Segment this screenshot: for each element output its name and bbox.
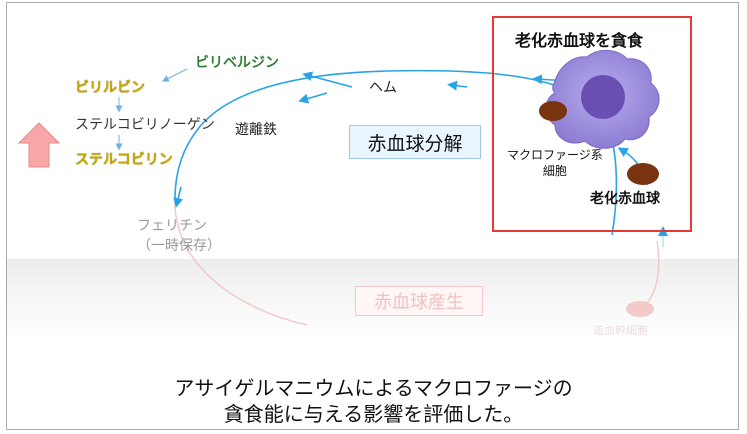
arrow-to-free-iron [298,92,328,104]
ferritin-label: フェリチン （一時保存） [137,217,221,256]
conclusion-text: アサイゲルマニウムによるマクロファージの 貪食能に与える影響を評価した。 [7,375,738,428]
stercobilin-label: ステルコビリン [75,152,173,168]
free-iron-label: 遊離鉄 [235,122,277,138]
macrophage-label-line2: 細胞 [542,164,567,179]
macrophage-label-line1: マクロファージ系 [507,148,603,162]
red-blood-cell-icon [627,163,659,185]
diagram-graphics [17,50,668,326]
conclusion-line2: 貪食能に与える影響を評価した。 [223,402,524,427]
heme-label: ヘム [369,80,397,96]
macrophage-label: マクロファージ系 細胞 [507,147,603,179]
faded-cell-icon [626,301,654,317]
biliverdin-label: ビリベルジン [195,55,279,71]
arrow-to-ferritin [173,186,184,208]
faded-small-label: 造血幹細胞 [593,324,648,337]
conclusion-line1: アサイゲルマニウムによるマクロファージの [174,376,573,400]
phagocytosis-title: 老化赤血球を貪食 [515,31,644,50]
arrow-to-biliverdin [302,71,353,88]
red-blood-cell-icon [539,101,567,121]
phagocytosis-frame [492,16,692,232]
rbc-breakdown-box: 赤血球分解 [349,125,481,159]
ferritin-note: （一時保存） [137,237,221,254]
ferritin-name: フェリチン [137,218,207,234]
arrow-biliverdin-to-bilirubin [161,68,188,82]
cycle-arc-faded [174,198,308,326]
stercobilinogen-label: ステルコビリノーゲン [75,117,215,133]
slide: ビリベルジン ビリルビン ステルコビリノーゲン ステルコビリン ヘム 遊離鉄 フ… [6,2,739,430]
rbc-production-box: 赤血球産生 [355,286,483,316]
arrow-heme-left [447,80,468,91]
bilirubin-label: ビリルビン [75,80,145,96]
aged-rbc-label: 老化赤血球 [590,191,660,207]
up-arrow-icon [17,122,61,168]
